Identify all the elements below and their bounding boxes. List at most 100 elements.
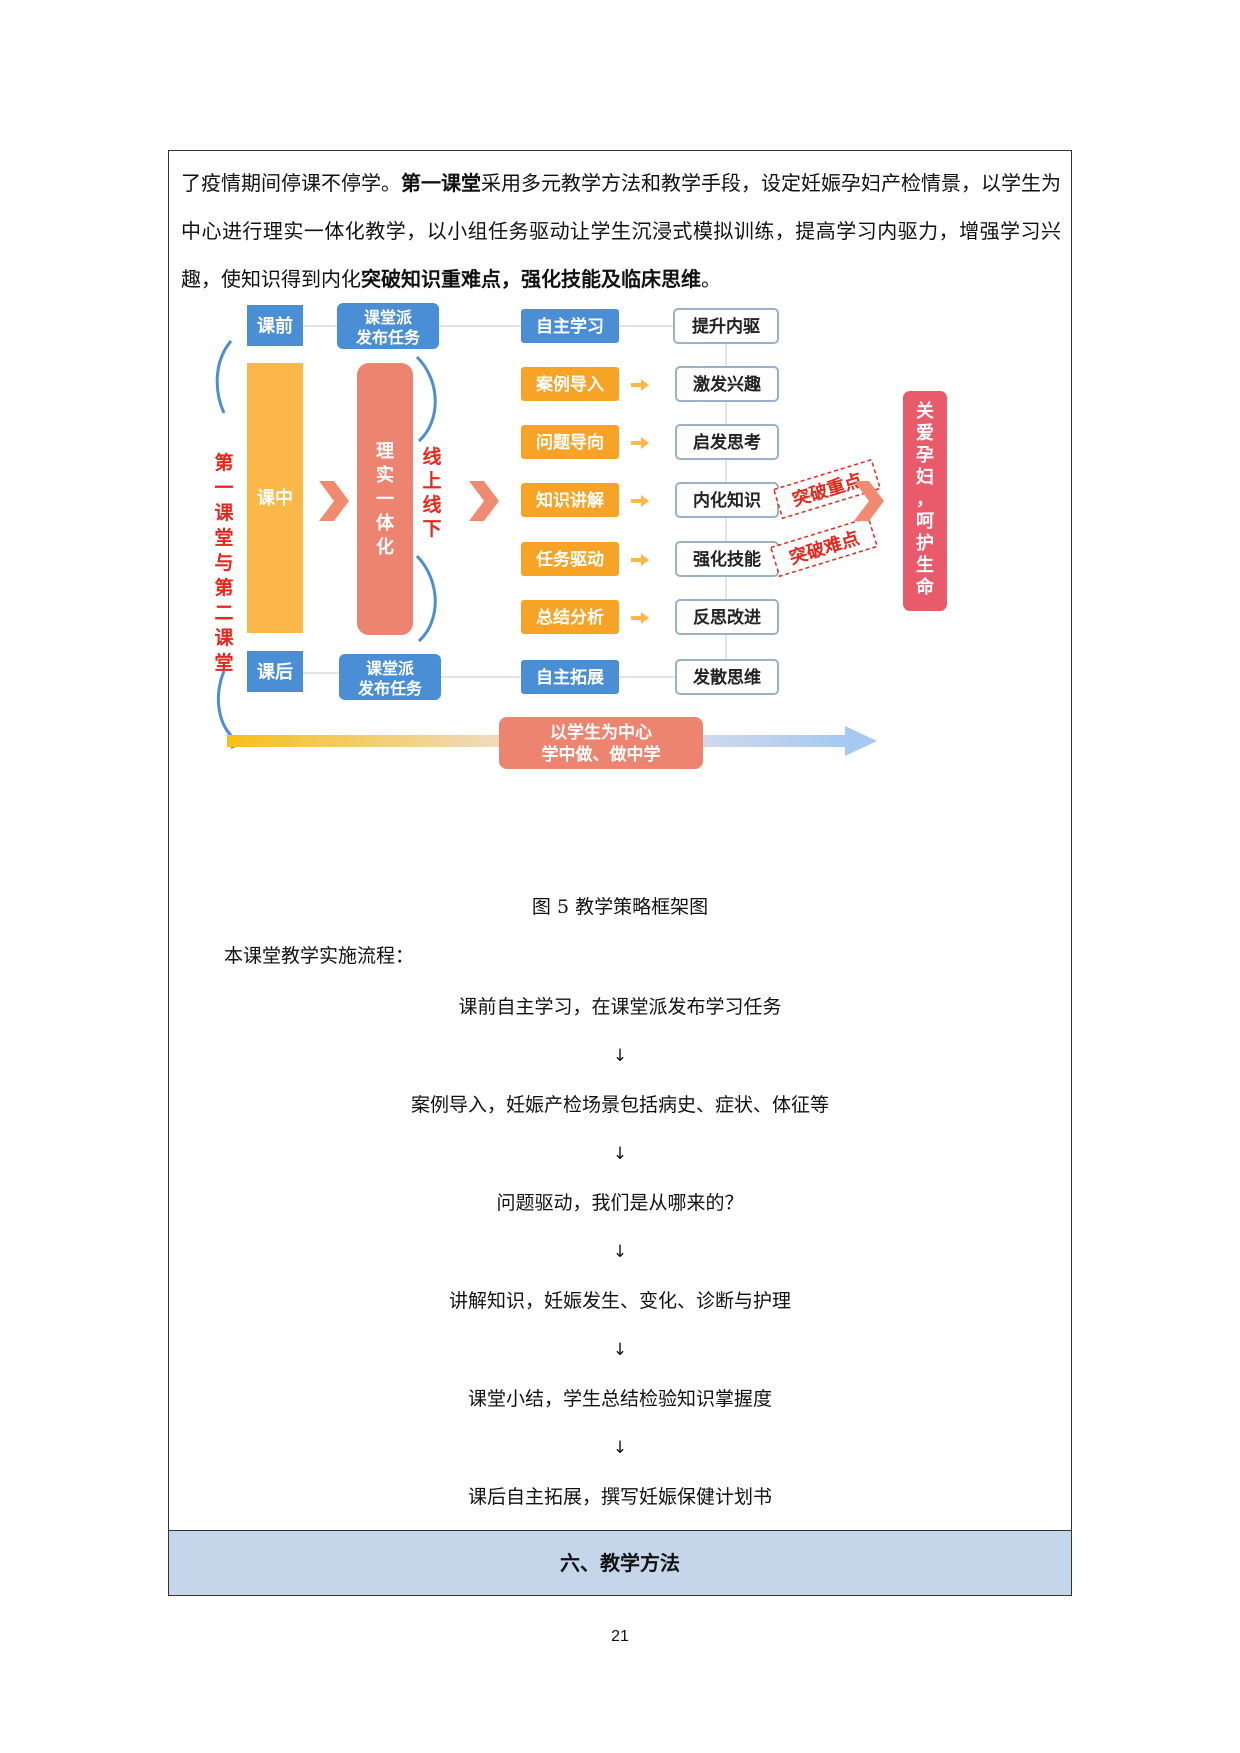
curve-arrow-top: [215, 340, 233, 414]
outcome-label: 启发思考: [693, 432, 761, 453]
left-vertical-label: 第 一 课 堂 与 第 二 课 堂: [214, 451, 234, 674]
goal-char: 命: [916, 576, 935, 598]
section-heading: 六、教学方法: [169, 1530, 1071, 1595]
flow-step: 讲解知识，妊娠发生、变化、诊断与护理: [448, 1290, 791, 1312]
goal-char: 爱: [916, 423, 934, 444]
arrow-right-icon: [631, 554, 649, 566]
stamp-difficult-point: 突破难点: [769, 516, 879, 578]
arrow-right-icon: [631, 495, 649, 507]
phase-mid-label: 课中: [257, 487, 293, 509]
goal-char: 生: [916, 554, 934, 576]
flow-step: 课后自主拓展，撰写妊娠保健计划书: [467, 1486, 772, 1508]
flow-step: 问题驱动，我们是从哪来的？: [496, 1192, 744, 1214]
online-offline-label: 线 上 线 下: [422, 445, 441, 540]
outcome-label: 提升内驱: [692, 316, 760, 337]
integration-char: 理: [376, 441, 394, 462]
goal-char: 护: [916, 532, 934, 554]
strategy-diagram: 第 一 课 堂 与 第 二 课 堂 课前 课中 课后 课堂派 发布任务 理 实 …: [214, 303, 947, 769]
vertical-char: 二: [214, 602, 233, 624]
platform-pre-line: 课堂派: [364, 308, 413, 327]
flow-step: 案例导入，妊娠产检场景包括病史、症状、体征等: [410, 1094, 829, 1116]
intro-paragraph: 了疫情期间停课不停学。第一课堂采用多元教学方法和教学手段，设定妊娠孕妇产检情景，…: [181, 159, 1061, 303]
outcome-box: [673, 308, 779, 344]
flow-intro: 本课堂教学实施流程：: [224, 945, 415, 967]
goal-char: 关: [916, 400, 934, 422]
down-arrow-icon: ↓: [612, 1340, 628, 1360]
down-arrow-icon: ↓: [612, 1242, 628, 1262]
activity-label: 案例导入: [535, 374, 604, 395]
vertical-char: 第: [214, 576, 233, 599]
vertical-char: 堂: [214, 652, 233, 674]
vertical-char: 课: [214, 627, 234, 649]
down-arrow-icon: ↓: [612, 1438, 628, 1458]
platform-pre-line: 发布任务: [355, 328, 421, 347]
figure-caption: 图 5 教学策略框架图: [531, 896, 709, 918]
flow-list: 课前自主学习，在课堂派发布学习任务 ↓ 案例导入，妊娠产检场景包括病史、症状、体…: [169, 983, 1071, 1522]
content-table: 了疫情期间停课不停学。第一课堂采用多元教学方法和教学手段，设定妊娠孕妇产检情景，…: [168, 150, 1072, 1596]
activity-label: 自主拓展: [536, 667, 604, 688]
goal-char: ，: [916, 489, 934, 510]
online-offline-char: 线: [422, 445, 441, 468]
goal-char: 呵: [916, 511, 934, 532]
activity-box: [521, 367, 619, 401]
outcome-box: [675, 366, 779, 402]
activity-box: [521, 309, 619, 343]
down-arrow-icon: ↓: [612, 1144, 628, 1164]
platform-pre-box: [337, 303, 439, 349]
integration-char: 一: [376, 489, 394, 510]
outcome-label: 激发兴趣: [693, 374, 762, 395]
integration-box: [357, 363, 413, 635]
activity-box: [521, 425, 619, 459]
paragraph-bold: 突破知识重难点，强化技能及临床思维: [361, 267, 701, 291]
phase-post-label: 课后: [257, 662, 293, 683]
vertical-char: 第: [214, 451, 233, 474]
outcome-box: [675, 424, 779, 460]
curve-arrow-online: [415, 355, 437, 443]
arrowhead-icon: [845, 726, 877, 756]
curve-arrow-bottom: [216, 670, 238, 743]
online-offline-char: 线: [422, 493, 441, 516]
platform-post-box: [339, 654, 441, 700]
integration-label: 理 实 一 体 化: [376, 441, 395, 558]
outcome-label: 强化技能: [693, 549, 761, 570]
paragraph-text: 采用多元教学方法和教学手段，设定妊娠孕妇产检情景，以学生为中心进行理实一体化教学…: [181, 171, 1061, 291]
activity-label: 自主学习: [536, 316, 604, 337]
phase-pre-label: 课前: [257, 315, 293, 337]
outcome-label: 反思改进: [693, 607, 761, 628]
paragraph-bold: 第一课堂: [401, 171, 481, 195]
activity-box: [521, 600, 619, 634]
bottom-banner: [499, 717, 703, 769]
goal-box: [903, 391, 947, 611]
vertical-char: 课: [214, 502, 234, 524]
vertical-char: 与: [214, 552, 233, 574]
activity-box: [521, 483, 619, 517]
goal-char: 妇: [916, 466, 934, 488]
chevron-right-icon: [319, 481, 349, 521]
activity-label: 知识讲解: [535, 490, 604, 511]
phase-pre-box: [247, 305, 303, 346]
platform-post-line: 课堂派: [366, 659, 415, 678]
paragraph-text: 了疫情期间停课不停学。: [181, 171, 401, 195]
outcome-box: [675, 659, 779, 695]
flow-step: 课堂小结，学生总结检验知识掌握度: [467, 1388, 772, 1410]
activity-box: [521, 660, 619, 694]
curve-arrow-offline: [415, 554, 437, 643]
platform-post-line: 发布任务: [357, 679, 423, 698]
bottom-banner-line: 以学生为中心: [550, 722, 652, 743]
activity-label: 任务驱动: [535, 549, 604, 570]
arrow-right-icon: [631, 612, 649, 624]
integration-char: 体: [376, 512, 395, 534]
flow-step: 课前自主学习，在课堂派发布学习任务: [458, 996, 782, 1018]
down-arrow-icon: ↓: [612, 1046, 628, 1066]
integration-char: 实: [376, 464, 394, 486]
chevron-right-icon: [854, 481, 884, 521]
outcome-label: 内化知识: [693, 490, 761, 511]
vertical-char: 堂: [214, 527, 233, 549]
activity-label: 问题导向: [536, 432, 604, 453]
bottom-banner-line: 学中做、做中学: [542, 744, 661, 765]
goal-label: 关 爱 孕 妇 ， 呵 护 生 命: [916, 400, 935, 598]
paragraph-text: 。: [701, 267, 721, 291]
online-offline-char: 上: [422, 470, 441, 492]
arrow-right-icon: [631, 379, 649, 391]
phase-post-box: [247, 651, 303, 692]
